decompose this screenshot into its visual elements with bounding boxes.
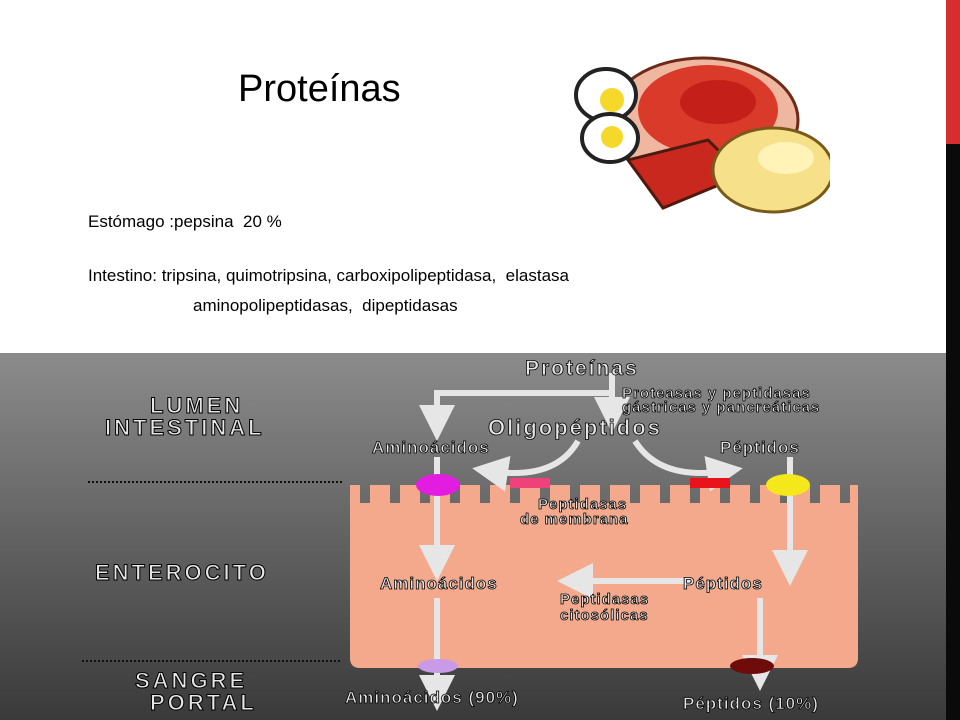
zone-blood-2: PORTAL [150, 690, 257, 715]
transporter-amino-blood [418, 659, 458, 673]
zone-lumen-2: INTESTINAL [105, 415, 265, 440]
membrane-peptidase-red [690, 478, 730, 488]
protein-foods-illustration [568, 40, 830, 220]
transporter-amino-lumen [416, 474, 460, 496]
membrane-peptidase-pink [510, 478, 550, 488]
cytosol-peptidases-2: citosólicas [560, 607, 649, 624]
lumen-peptides: Péptidos [720, 438, 800, 457]
blood-peptides: Péptidos (10%) [683, 694, 819, 713]
zone-lumen-1: LUMEN [150, 393, 243, 418]
membrane-peptidases-1: Peptidasas [538, 496, 627, 513]
cytosol-peptidases-1: Peptidasas [560, 591, 649, 608]
right-accent-bar-black [946, 144, 960, 720]
lumen-aminoacids: Aminoácidos [372, 438, 490, 457]
diagram-top-proteins: Proteínas [525, 357, 639, 380]
protein-absorption-diagram: LUMEN INTESTINAL ENTEROCITO SANGRE PORTA… [0, 353, 946, 720]
transporter-peptides-lumen [766, 474, 810, 496]
zone-blood-1: SANGRE [135, 668, 247, 693]
right-accent-bar-red [946, 0, 960, 144]
blood-aminoacids: Aminoácidos (90%) [345, 688, 519, 707]
cell-peptides: Péptidos [683, 574, 763, 593]
zone-enterocyte: ENTEROCITO [95, 560, 269, 585]
membrane-peptidases-2: de membrana [520, 511, 629, 528]
intestine-line-2: aminopolipeptidasas, dipeptidasas [193, 296, 458, 315]
transporter-peptides-blood [730, 658, 774, 674]
cell-aminoacids: Aminoácidos [380, 574, 498, 593]
oligopeptides-label: Oligopéptidos [488, 415, 662, 440]
stomach-line: Estómago :pepsina 20 % [88, 212, 282, 231]
intestine-line-1: Intestino: tripsina, quimotripsina, carb… [88, 266, 569, 285]
slide-title: Proteínas [238, 68, 401, 110]
enzyme-label-1: Proteasas y peptidasas [622, 385, 811, 402]
enzyme-label-2: gástricas y pancreáticas [622, 399, 820, 416]
